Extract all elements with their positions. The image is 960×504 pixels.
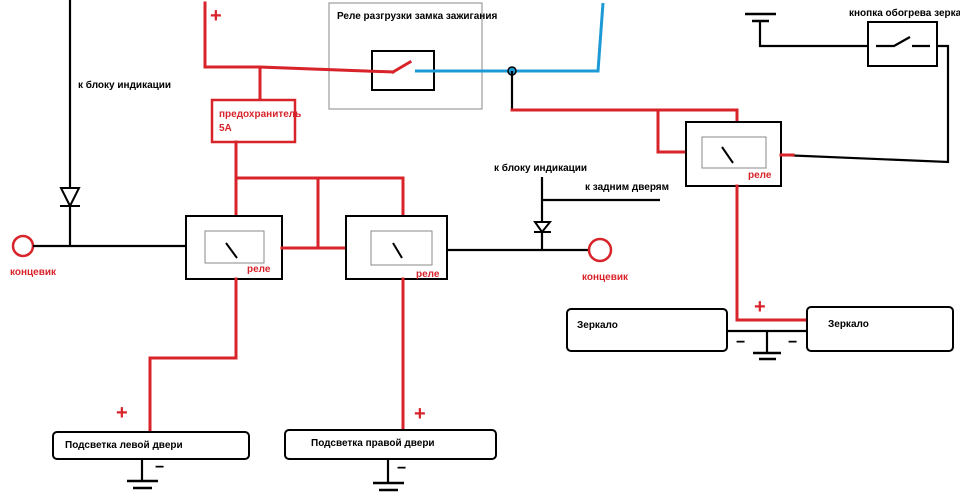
door-switch-left-icon [11, 234, 35, 258]
mirror-right-label: Зеркало [828, 319, 869, 330]
right-door-light-label: Подсветка правой двери [311, 438, 435, 449]
mirror-heat-button-label: кнопка обогрева зеркал [849, 7, 960, 19]
ignition-relay-contact [390, 59, 413, 75]
relay-middle-coil [370, 230, 433, 266]
mirror-right-box [806, 306, 954, 352]
relay-left-label: реле [247, 264, 271, 275]
button-to-relay-wire [780, 44, 950, 164]
relay-right-coil [701, 136, 767, 169]
distribution-bus-wire [234, 176, 405, 228]
to-rear-doors-label: к задним дверям [585, 182, 669, 193]
fuse-label: предохранитель [219, 109, 301, 120]
ignition-relay-input-wire [258, 65, 395, 74]
relay-right-contact [721, 146, 734, 164]
right-relay-feed-wire [510, 108, 739, 126]
minus-sign-mirror-left: − [736, 334, 745, 351]
ignition-relay-output-wire [415, 2, 605, 73]
right-door-light-box [284, 429, 497, 460]
door-switch-left-label: концевик [10, 267, 57, 278]
door-switch-right-icon [587, 237, 613, 263]
relay-left-coil [204, 230, 265, 264]
plus-sign-right-door: + [414, 403, 426, 425]
left-door-light-box [52, 431, 250, 460]
plus-sign-mirror: + [754, 296, 766, 318]
ignition-relay-label: Реле разгрузки замка зажигания [337, 11, 497, 22]
mirror-heat-button-box [867, 21, 938, 67]
diode-middle-icon [533, 221, 553, 234]
mirror-heat-button-switch [876, 36, 930, 48]
left-relay-output-wire [148, 277, 238, 434]
relay-middle-label: реле [416, 269, 440, 280]
to-indicator-mid-label: к блоку индикации [494, 162, 587, 174]
minus-sign-right-door: − [397, 460, 406, 477]
diode-left-icon [59, 187, 81, 209]
minus-sign-mirror-right: − [788, 334, 797, 351]
mirror-left-label: Зеркало [577, 320, 618, 331]
right-relay-input-wire [656, 108, 688, 154]
relay-middle-contact [392, 242, 403, 259]
relay-right-label: реле [748, 170, 772, 181]
to-indicator-left-label: к блоку индикации [78, 79, 171, 91]
relay-left-contact [225, 242, 238, 259]
left-door-light-label: Подсветка левой двери [65, 440, 183, 451]
right-relay-output-wire [735, 184, 809, 322]
fuse-rating: 5А [219, 123, 232, 134]
fuse-box [210, 98, 297, 144]
door-switch-right-label: концевик [582, 272, 629, 283]
button-ground-wire [758, 21, 868, 48]
positive-feed-top-wire [203, 1, 262, 102]
plus-sign-left-door: + [116, 402, 128, 424]
plus-sign-top: + [210, 5, 222, 27]
minus-sign-left-door: − [155, 459, 164, 476]
